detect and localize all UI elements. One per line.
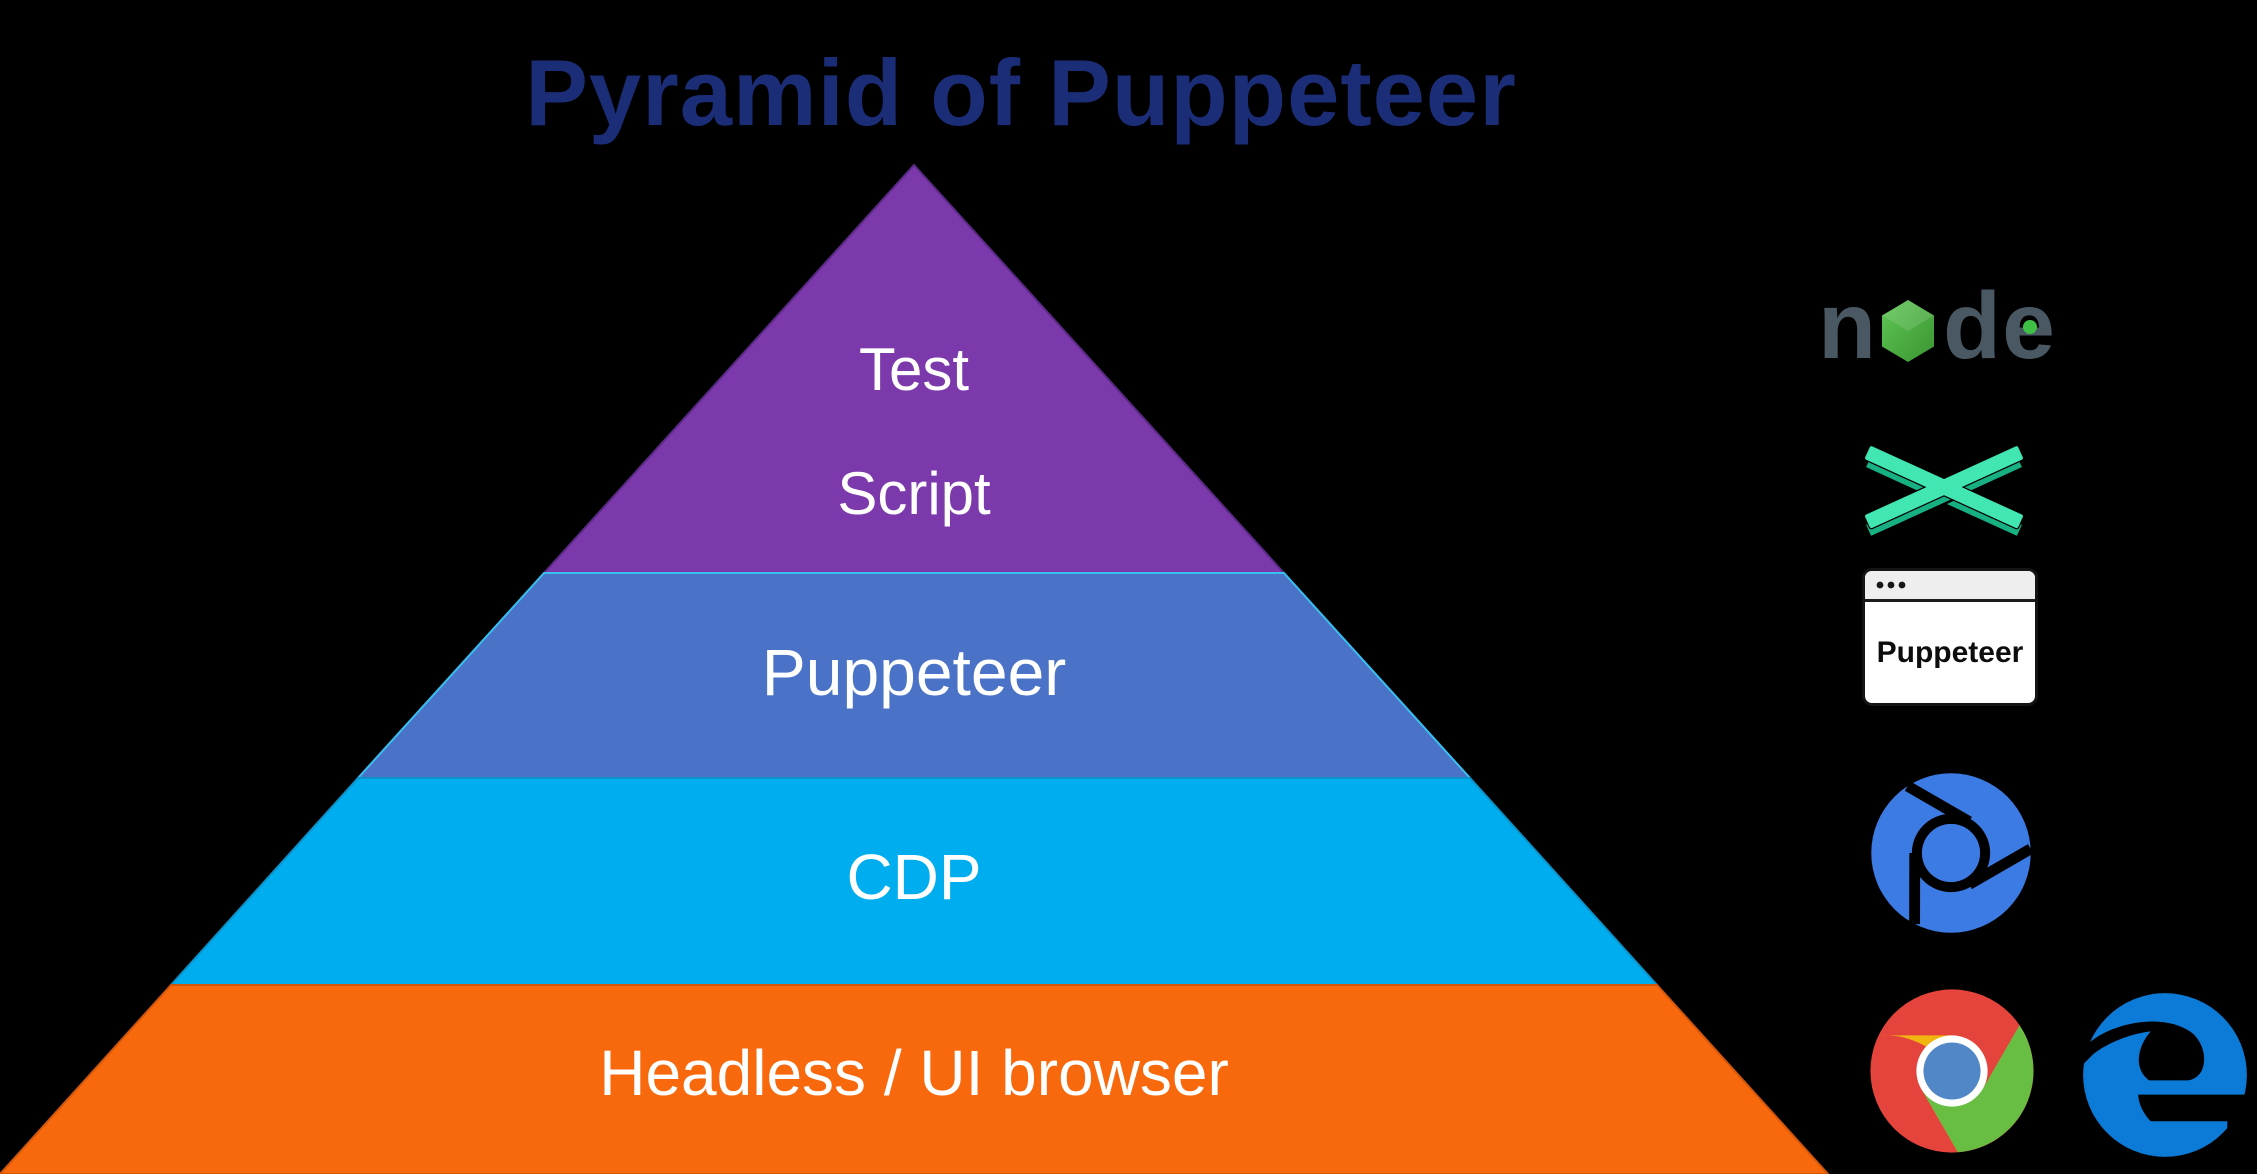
pyramid-layer-headless-browser	[0, 984, 1830, 1174]
window-dots-icon	[1876, 581, 1906, 589]
node-e-dot-icon	[2023, 320, 2038, 334]
puppeteer-window-body: Puppeteer	[1865, 602, 2035, 703]
label-test: Test	[858, 336, 970, 403]
page-title: Pyramid of Puppeteer	[525, 40, 1517, 145]
node-letter-d: d	[1943, 273, 2001, 379]
chrome-logo-icon	[1870, 989, 2034, 1153]
chromium-logo-icon	[1871, 773, 2034, 933]
green-x-logo-icon	[1863, 445, 2025, 539]
label-headless-ui-browser: Headless / UI browser	[599, 1037, 1229, 1109]
node-letter-e: e	[2002, 279, 2055, 374]
label-puppeteer: Puppeteer	[761, 635, 1067, 709]
node-letter-n: n	[1818, 273, 1876, 379]
label-cdp: CDP	[846, 841, 982, 913]
puppeteer-window-icon: Puppeteer	[1862, 568, 2038, 706]
puppeteer-logo-label: Puppeteer	[1876, 635, 2024, 669]
edge-logo-icon	[2081, 993, 2254, 1166]
node-hexagon-icon	[1882, 300, 1935, 362]
label-script: Script	[837, 460, 991, 527]
puppeteer-window-titlebar	[1865, 571, 2035, 602]
nodejs-logo: n d e	[1818, 258, 2055, 379]
